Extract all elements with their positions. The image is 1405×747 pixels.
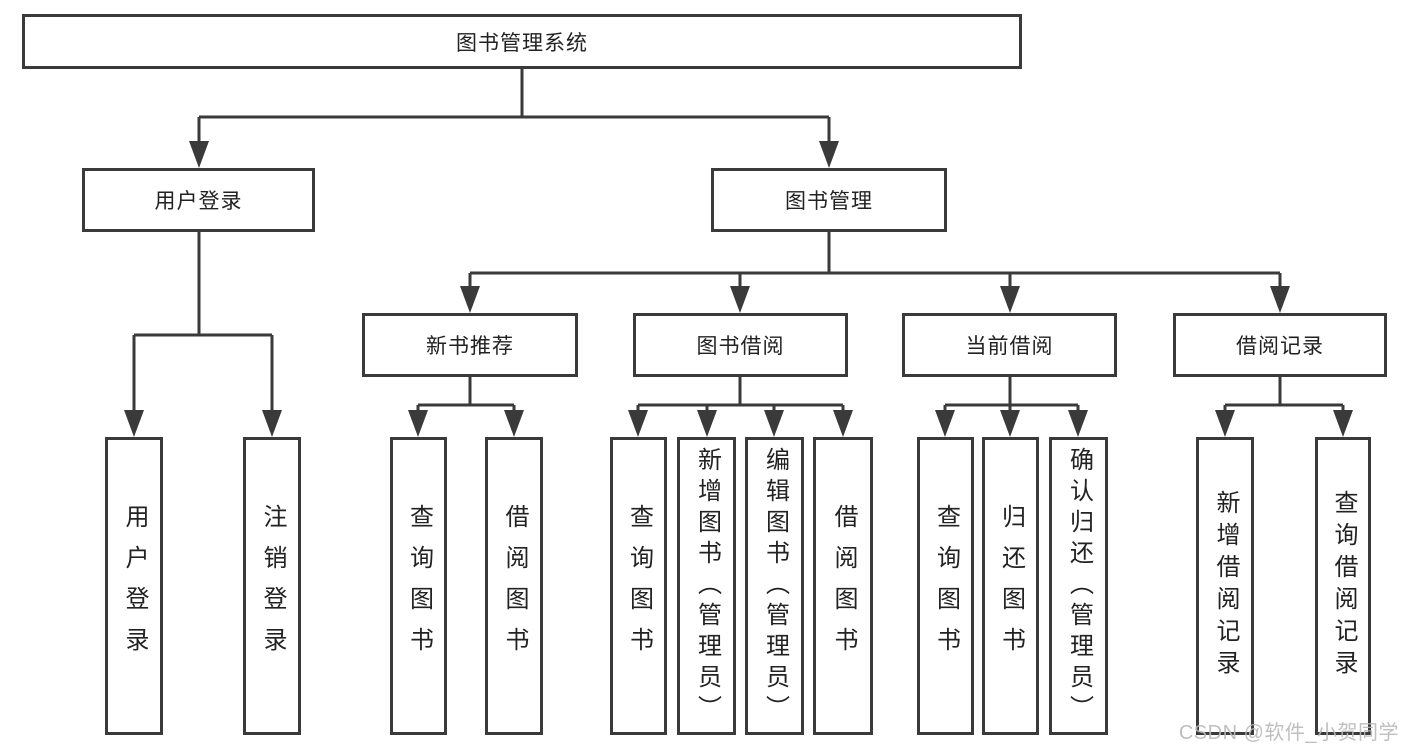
edges-new-book [408,377,524,437]
node-label: 用户登录 [121,504,148,668]
leaf-return-book: 归还图书 [982,437,1039,735]
node-label: 编辑图书（管理员） [761,446,789,726]
node-label: 用户登录 [154,190,243,213]
node-label: 确认归还（管理员） [1065,446,1093,726]
node-label: 借阅图书 [830,504,857,668]
arrowhead-icon [1270,286,1290,313]
leaf-borrow-books-recommend: 借阅图书 [485,437,543,735]
arrowhead-icon [1215,410,1235,437]
arrowhead-icon [697,410,717,437]
edges-root [189,69,839,168]
node-label: 新增借阅记录 [1212,490,1239,682]
node-user-login: 用户登录 [82,168,315,232]
leaf-confirm-return-admin: 确认归还（管理员） [1049,437,1108,735]
edges-book-mgmt [460,232,1290,313]
arrowhead-icon [460,286,480,313]
node-label: 图书借阅 [696,335,785,358]
arrowhead-icon [262,410,282,437]
leaf-add-borrow-record: 新增借阅记录 [1196,437,1254,735]
leaf-query-books-recommend: 查询图书 [390,437,447,735]
node-label: 新增图书（管理员） [693,446,721,726]
arrowhead-icon [833,410,853,437]
arrowhead-icon [1000,410,1020,437]
arrowhead-icon [1333,410,1353,437]
node-label: 新书推荐 [426,335,514,358]
arrowhead-icon [408,410,428,437]
arrowhead-icon [189,141,209,168]
node-book-management: 图书管理 [711,168,947,232]
leaf-query-books-current: 查询图书 [917,437,974,735]
arrowhead-icon [819,141,839,168]
edges-user-login [124,232,282,437]
leaf-borrow-books: 借阅图书 [813,437,873,735]
node-label: 借阅图书 [501,504,528,668]
arrowhead-icon [504,410,524,437]
arrowhead-icon [935,410,955,437]
arrowhead-icon [1068,410,1088,437]
leaf-add-book-admin: 新增图书（管理员） [677,437,736,735]
node-borrow-record: 借阅记录 [1173,313,1387,377]
node-label: 图书管理 [785,190,873,213]
node-label: 注销登录 [259,504,286,668]
arrowhead-icon [124,410,144,437]
arrowhead-icon [628,410,648,437]
edges-borrow-record [1215,377,1353,437]
node-label: 查询图书 [625,504,653,668]
node-book-borrow: 图书借阅 [633,313,848,377]
node-label: 图书管理系统 [456,31,588,55]
arrowhead-icon [730,286,750,313]
edges-current-borrow [935,377,1088,437]
csdn-watermark: CSDN @软件_小贺同学 [1178,722,1399,744]
node-label: 归还图书 [997,504,1025,668]
leaf-edit-book-admin: 编辑图书（管理员） [745,437,804,735]
leaf-user-login: 用户登录 [105,437,163,735]
leaf-query-borrow-record: 查询借阅记录 [1315,437,1371,735]
node-label: 查询图书 [405,504,433,668]
leaf-logout: 注销登录 [243,437,301,735]
edges-book-borrow [628,377,853,437]
node-label: 当前借阅 [965,335,1054,358]
leaf-query-books-borrow: 查询图书 [610,437,667,735]
node-label: 查询图书 [932,504,960,668]
node-current-borrow: 当前借阅 [902,313,1117,377]
arrowhead-icon [1000,286,1020,313]
arrowhead-icon [764,410,784,437]
node-label: 查询借阅记录 [1330,490,1357,682]
node-new-book-recommend: 新书推荐 [362,313,578,377]
node-root-system: 图书管理系统 [22,14,1022,69]
node-label: 借阅记录 [1236,335,1324,358]
